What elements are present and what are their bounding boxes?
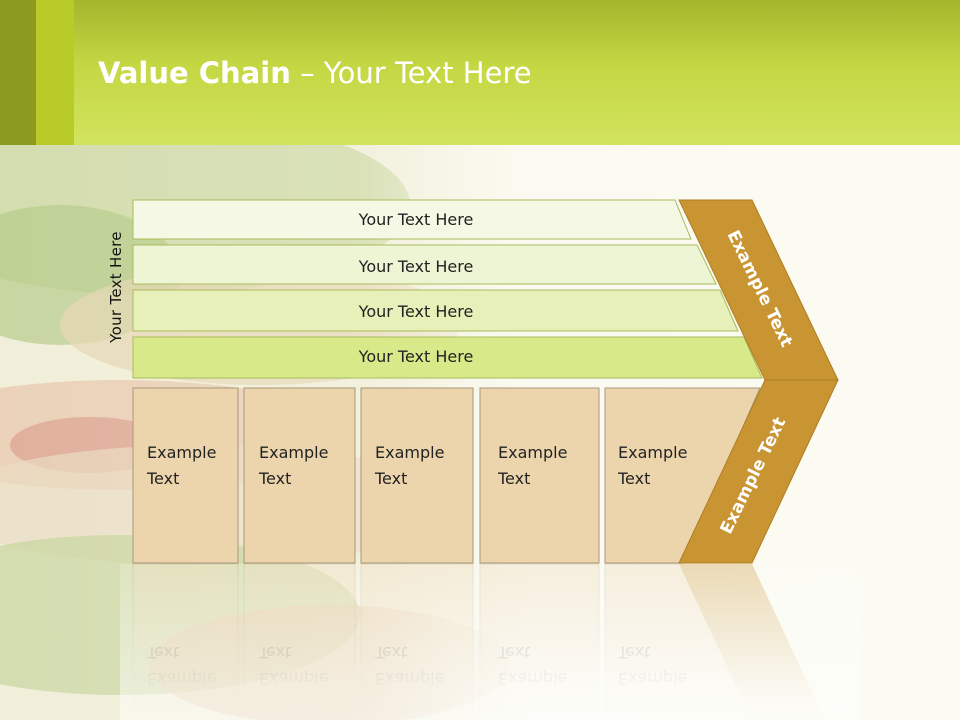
margin-chevron: Example Text Example Text [678,199,839,564]
primary-box-2-line-2: Text [258,469,291,488]
support-row-4: Your Text Here [132,336,763,379]
title-band-strip-dark [0,0,36,145]
primary-box-3-line-1: Example [375,443,444,462]
support-row-3-label: Your Text Here [358,302,474,321]
primary-box-2-line-1: Example [259,443,328,462]
support-row-1-label: Your Text Here [358,210,474,229]
primary-box-5-line-2: Text [617,469,650,488]
support-row-4-label: Your Text Here [358,347,474,366]
support-row-1: Your Text Here [132,199,692,240]
primary-box-4-line-2: Text [497,469,530,488]
diagram-reflection: Example Example Example Example Example … [120,563,860,720]
title-band-strip-light [36,0,74,145]
primary-box-3-line-2: Text [374,469,407,488]
primary-box-5-line-1: Example [618,443,687,462]
slide-title-rest: – Your Text Here [290,56,532,90]
primary-box-4-line-1: Example [498,443,567,462]
primary-box-2: Example Text [243,387,356,564]
slide-title-bold: Value Chain [98,56,291,90]
primary-box-3: Example Text [360,387,474,564]
support-row-3: Your Text Here [132,289,739,332]
primary-box-4: Example Text [479,387,600,564]
primary-box-1: Example Text [132,387,239,564]
primary-box-5: Example Text [604,387,761,564]
support-row-2: Your Text Here [132,244,717,285]
primary-box-1-line-2: Text [146,469,179,488]
slide-title: Value Chain – Your Text Here [98,56,532,90]
title-band: Value Chain – Your Text Here [0,0,960,145]
primary-box-1-line-1: Example [147,443,216,462]
support-row-2-label: Your Text Here [358,257,474,276]
